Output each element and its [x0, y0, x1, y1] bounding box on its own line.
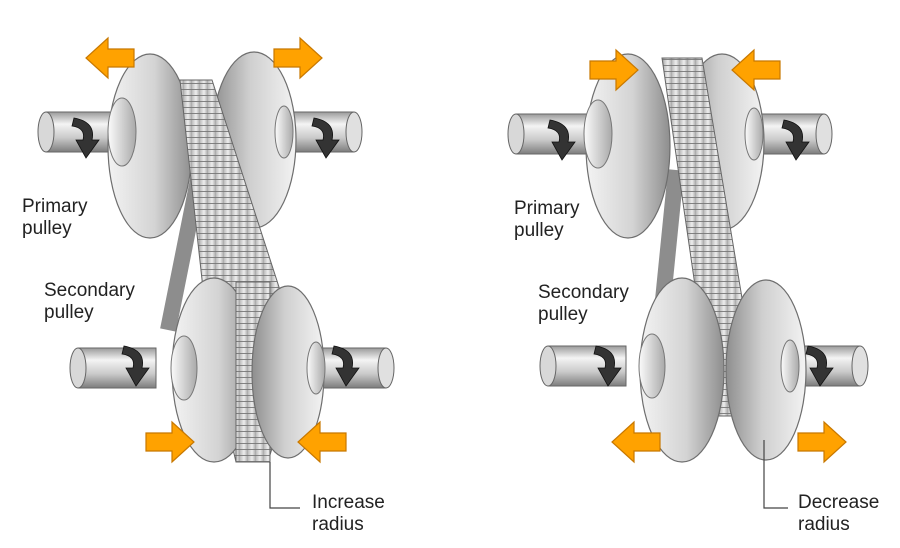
primary-pulley-label: Primary pulley: [22, 196, 93, 239]
right-diagram: Primary pulley Secondary pulley Decrease…: [507, 49, 885, 535]
callout-line: [269, 462, 300, 509]
secondary-hub-rear: [306, 341, 326, 395]
left-diagram: Primary pulley Secondary pulley Increase…: [22, 37, 395, 535]
callout-line: [763, 440, 788, 509]
secondary-pulley-label: Secondary pulley: [44, 280, 140, 323]
increase-radius-label: Increase radius: [312, 492, 390, 535]
primary-hub-rear: [744, 107, 764, 161]
primary-hub-rear: [274, 105, 294, 159]
primary-hub-front: [107, 97, 137, 167]
secondary-hub-rear: [780, 339, 800, 393]
secondary-hub-front: [638, 333, 666, 399]
secondary-pulley-label: Secondary pulley: [538, 282, 634, 325]
secondary-sheave-rear: [725, 279, 807, 461]
primary-hub-front: [583, 99, 613, 169]
push-arrow-icon: [797, 421, 847, 463]
decrease-radius-label: Decrease radius: [798, 492, 885, 535]
secondary-hub-front: [170, 335, 198, 401]
primary-pulley-label: Primary pulley: [514, 198, 585, 241]
